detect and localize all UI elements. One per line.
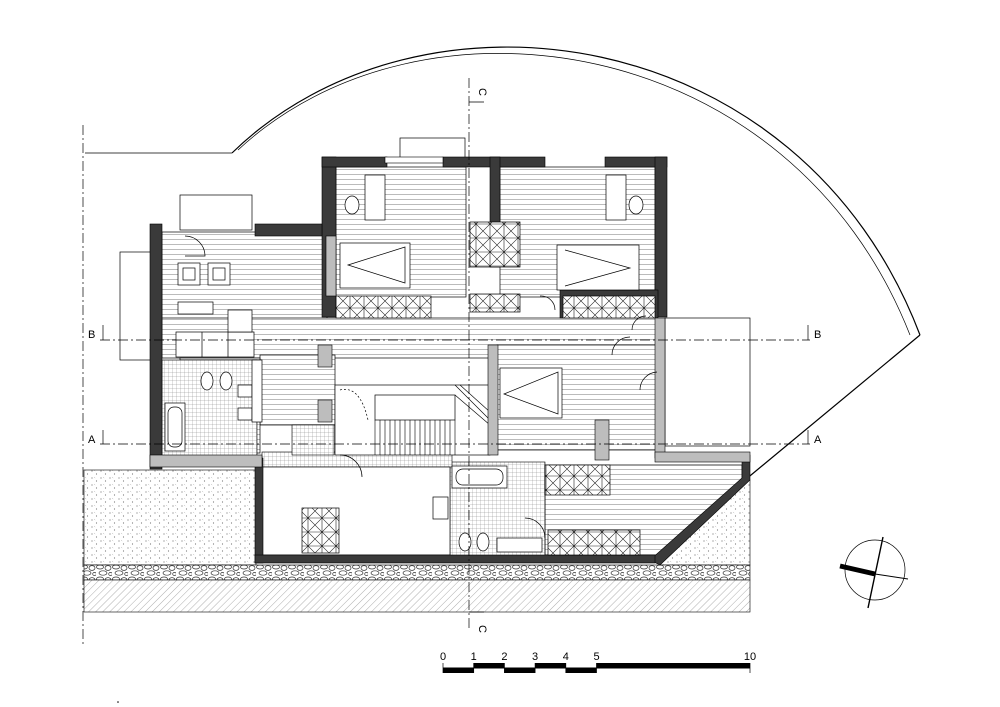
scale-label: 3 <box>532 651 538 663</box>
bay-top <box>399 137 466 159</box>
scale-segment <box>473 663 505 668</box>
wardrobe-center-lower <box>469 293 521 313</box>
partition-6 <box>384 156 444 164</box>
section-line-b <box>100 325 810 341</box>
bathtub-lower <box>451 465 508 489</box>
section-label-a-right: A <box>814 434 822 446</box>
north-arrow-icon <box>839 536 909 609</box>
section-label-a-left: A <box>88 434 96 446</box>
section-label-c-bottom: C <box>476 625 488 633</box>
lower-room <box>261 466 451 556</box>
bidet-lower <box>476 532 490 552</box>
sink-left-2 <box>237 407 253 421</box>
garden-soil-left <box>83 469 257 566</box>
scale-label: 1 <box>471 651 477 663</box>
section-label-c-top: C <box>476 88 488 96</box>
entry-tile <box>291 424 335 456</box>
scale-label: 4 <box>563 651 569 663</box>
toilet-lower <box>458 532 472 552</box>
partition-3 <box>594 419 610 461</box>
ground-section-hatch <box>83 579 751 613</box>
chair-bedroom-2 <box>628 195 644 215</box>
scale-segment <box>443 668 474 673</box>
section-line-a <box>100 430 810 445</box>
staircase <box>334 384 491 456</box>
partition-5 <box>325 235 337 297</box>
partition-1 <box>317 344 333 368</box>
sink-lower <box>496 537 543 553</box>
armchairs <box>177 262 231 286</box>
scale-segment <box>565 668 597 673</box>
scale-label: 0 <box>440 651 446 663</box>
bed-1 <box>339 242 411 289</box>
storage-lower-room <box>301 507 340 554</box>
wardrobe-dressing-lower <box>547 529 641 556</box>
drawing-mark <box>117 701 119 703</box>
vanity-left <box>251 359 263 423</box>
scale-bar: 0 1 2 3 4 5 10 <box>440 651 756 673</box>
balcony-top <box>179 194 253 231</box>
bed-3 <box>499 367 563 419</box>
scale-segment <box>504 668 536 673</box>
sink-left-1 <box>237 384 253 398</box>
wardrobe-bedroom-1 <box>335 295 432 319</box>
chair-bedroom-1 <box>344 195 360 215</box>
door-swings <box>184 235 658 539</box>
scale-label: 10 <box>744 651 756 663</box>
desk-bedroom-2 <box>605 174 627 221</box>
wardrobe-bedroom-2 <box>562 295 656 319</box>
scale-label: 2 <box>501 651 507 663</box>
section-line-c <box>468 78 484 630</box>
terrace-right <box>664 317 751 447</box>
sofa <box>175 309 255 358</box>
section-label-b-right: B <box>814 329 821 341</box>
partition-2 <box>317 399 333 423</box>
partition-4 <box>487 344 499 456</box>
section-label-b-left: B <box>88 329 95 341</box>
toilet-left <box>200 371 214 391</box>
sink-lower-room <box>432 496 449 520</box>
desk-bedroom-1 <box>364 174 386 221</box>
bathtub-left <box>164 402 186 452</box>
bidet-left <box>219 371 233 391</box>
bed-2 <box>556 244 640 291</box>
scale-segment <box>596 663 750 668</box>
coffee-table <box>177 301 214 315</box>
scale-label: 5 <box>593 651 599 663</box>
wardrobe-dressing <box>544 464 611 496</box>
wardrobe-center-upper <box>469 221 521 268</box>
stone-wall-strip <box>83 564 751 581</box>
scale-segment <box>535 663 566 668</box>
